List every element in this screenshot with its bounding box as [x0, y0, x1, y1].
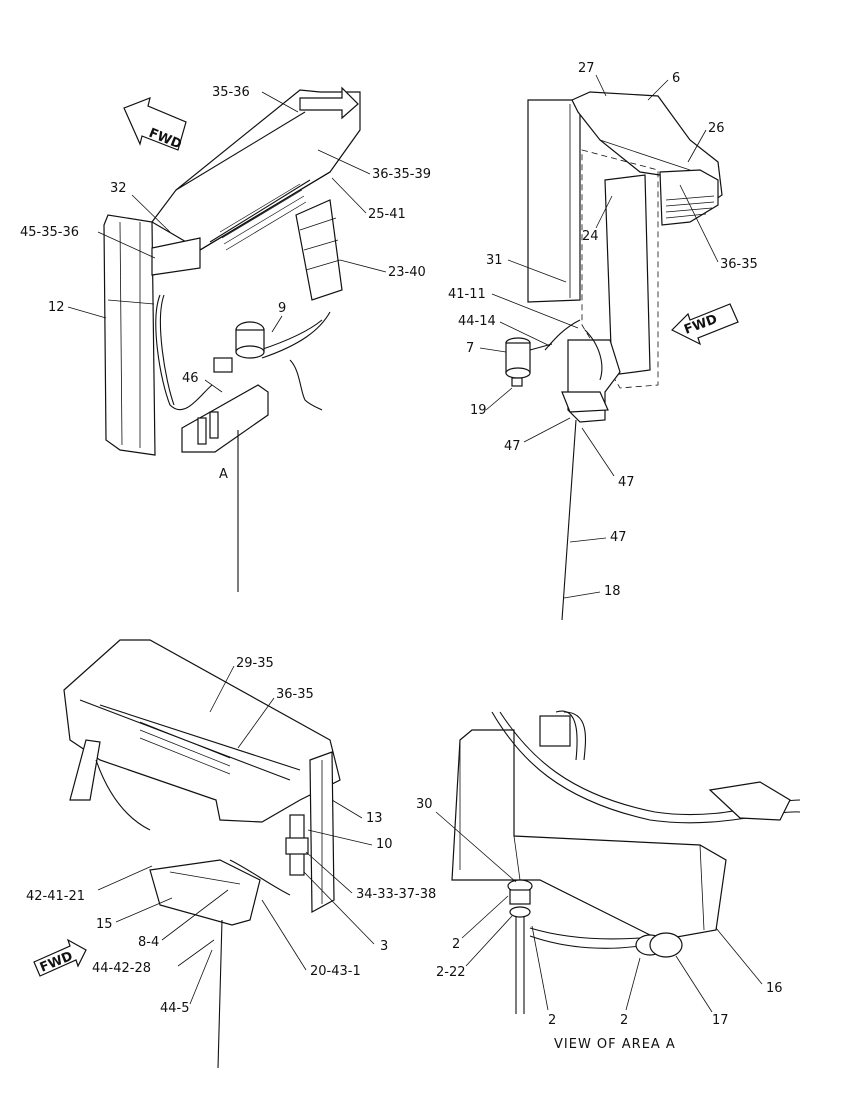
part-callout-label: 8-4 [138, 935, 159, 950]
part-callout-label: 2 [548, 1013, 556, 1028]
part-callout-label: 46 [182, 371, 199, 386]
part-callout-label: 36-35 [276, 687, 314, 702]
part-callout-label: 6 [672, 71, 680, 86]
part-callout-label: 42-41-21 [26, 889, 85, 904]
part-callout-label: 17 [712, 1013, 729, 1028]
part-callout-label: 36-35-39 [372, 167, 431, 182]
part-callout-label: 26 [708, 121, 725, 136]
part-callout-label: 20-43-1 [310, 964, 361, 979]
part-callout-label: 7 [466, 341, 474, 356]
part-callout-label: 19 [470, 403, 487, 418]
top-right-assembly: FWD 27 6 26 24 36-35 31 41-11 44-14 7 19… [448, 61, 758, 621]
bottom-left-assembly: FWD 29-35 36-35 13 10 34-33-37-38 3 42-4… [26, 639, 436, 1069]
part-callout-label: 47 [618, 475, 635, 490]
part-callout-label: 27 [578, 61, 595, 76]
bottom-right-view-area-a: 30 2 2-22 2 2 17 16 VIEW OF AREA A [416, 710, 801, 1052]
part-callout-label: 47 [610, 530, 627, 545]
part-callout-label: 25-41 [368, 207, 406, 222]
part-callout-label: 15 [96, 917, 113, 932]
view-caption: VIEW OF AREA A [554, 1037, 676, 1052]
part-callout-label: 41-11 [448, 287, 486, 302]
part-callout-label: 35-36 [212, 85, 250, 100]
part-callout-label: 29-35 [236, 656, 274, 671]
part-callout-label: 12 [48, 300, 65, 315]
part-callout-label: 24 [582, 229, 599, 244]
top-left-assembly: FWD [20, 85, 431, 592]
part-callout-label: 2-22 [436, 965, 466, 980]
part-callout-label: 18 [604, 584, 621, 599]
fwd-arrow-top-left: FWD [123, 97, 187, 153]
part-callout-label: 47 [504, 439, 521, 454]
part-callout-label: 3 [380, 939, 388, 954]
part-callout-label: 10 [376, 837, 393, 852]
part-callout-label: 30 [416, 797, 433, 812]
part-callout-label: 2 [452, 937, 460, 952]
part-callout-label: 34-33-37-38 [356, 887, 436, 902]
part-callout-label: 23-40 [388, 265, 426, 280]
part-callout-label: 2 [620, 1013, 628, 1028]
area-marker-label: A [219, 467, 228, 482]
fwd-arrow-bottom-left: FWD [33, 938, 87, 977]
part-callout-label: 36-35 [720, 257, 758, 272]
part-callout-label: 44-5 [160, 1001, 190, 1016]
part-callout-label: 32 [110, 181, 127, 196]
part-callout-label: 13 [366, 811, 383, 826]
part-callout-label: 9 [278, 301, 286, 316]
part-callout-label: 31 [486, 253, 503, 268]
part-callout-label: 44-42-28 [92, 961, 151, 976]
fwd-arrow-top-right: FWD [670, 303, 739, 346]
part-callout-label: 44-14 [458, 314, 496, 329]
part-callout-label: 45-35-36 [20, 225, 79, 240]
part-callout-label: 16 [766, 981, 783, 996]
